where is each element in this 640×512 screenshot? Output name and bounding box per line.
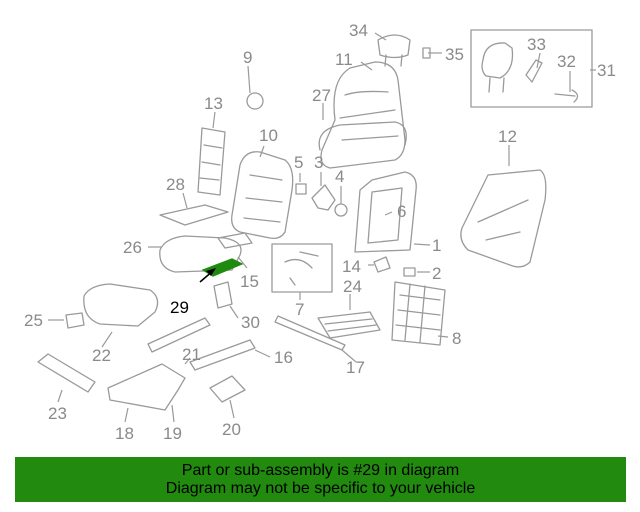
callout-16: 16 xyxy=(274,348,293,367)
part-30 xyxy=(213,281,233,309)
part-16 xyxy=(189,339,256,371)
callout-18: 18 xyxy=(115,424,134,443)
seat-parts-diagram: 34 11 35 33 32 31 27 12 9 13 10 5 3 4 28… xyxy=(24,21,616,443)
part-3 xyxy=(311,184,336,211)
callout-34: 34 xyxy=(349,21,368,40)
part-15 xyxy=(217,232,253,249)
callout-33: 33 xyxy=(527,35,546,54)
callout-20: 20 xyxy=(222,420,241,439)
callout-11: 11 xyxy=(335,50,353,69)
part-18-frame xyxy=(107,363,186,411)
callout-22: 22 xyxy=(92,346,111,365)
callout-6: 6 xyxy=(397,202,406,221)
callout-32: 32 xyxy=(557,52,576,71)
callout-17: 17 xyxy=(346,358,365,377)
part-20 xyxy=(209,375,246,403)
callout-7: 7 xyxy=(295,300,304,319)
part-10 xyxy=(231,151,294,240)
part-7-box xyxy=(271,243,333,293)
banner-line-2: Diagram may not be specific to your vehi… xyxy=(165,479,476,497)
part-5 xyxy=(295,183,307,195)
part-21 xyxy=(147,317,211,353)
banner-line-1: Part or sub-assembly is #29 in diagram xyxy=(181,461,460,479)
callout-2: 2 xyxy=(432,264,441,283)
part-25 xyxy=(65,312,85,329)
callout-28: 28 xyxy=(166,175,185,194)
part-seat-back xyxy=(318,34,411,169)
callout-5: 5 xyxy=(294,153,303,172)
callout-29: 29 xyxy=(170,298,189,317)
part-6-frame xyxy=(354,171,417,253)
part-info-banner: Part or sub-assembly is #29 in diagram D… xyxy=(15,457,626,502)
part-28 xyxy=(159,204,229,226)
leader-29-arrowhead xyxy=(206,268,216,276)
callout-13: 13 xyxy=(204,94,223,113)
callout-27: 27 xyxy=(312,86,331,105)
callout-1: 1 xyxy=(432,236,441,255)
part-13 xyxy=(197,127,226,196)
callout-12: 12 xyxy=(498,127,517,146)
callout-15: 15 xyxy=(240,272,259,291)
callout-25: 25 xyxy=(24,311,43,330)
callout-31: 31 xyxy=(597,61,616,80)
part-23 xyxy=(37,353,96,393)
callout-35: 35 xyxy=(445,45,464,64)
callout-3: 3 xyxy=(314,153,323,172)
callout-24: 24 xyxy=(343,277,362,296)
callout-23: 23 xyxy=(48,404,67,423)
callout-30: 30 xyxy=(241,313,260,332)
part-8 xyxy=(391,281,446,346)
callout-21: 21 xyxy=(182,345,201,364)
callout-19: 19 xyxy=(163,424,182,443)
part-12 xyxy=(460,169,547,268)
part-2 xyxy=(403,267,416,277)
callout-9: 9 xyxy=(243,48,252,67)
part-17 xyxy=(274,315,346,351)
callout-10: 10 xyxy=(259,126,278,145)
part-14 xyxy=(373,256,391,273)
part-4 xyxy=(334,203,348,217)
callout-4: 4 xyxy=(335,167,344,186)
part-22 xyxy=(83,283,159,327)
part-35 xyxy=(422,47,431,59)
part-headrest-box xyxy=(470,29,593,108)
callout-26: 26 xyxy=(123,238,142,257)
leader-lines xyxy=(48,32,596,423)
callout-8: 8 xyxy=(452,329,461,348)
part-24 xyxy=(317,311,381,339)
part-9 xyxy=(246,92,264,110)
callout-14: 14 xyxy=(342,257,361,276)
